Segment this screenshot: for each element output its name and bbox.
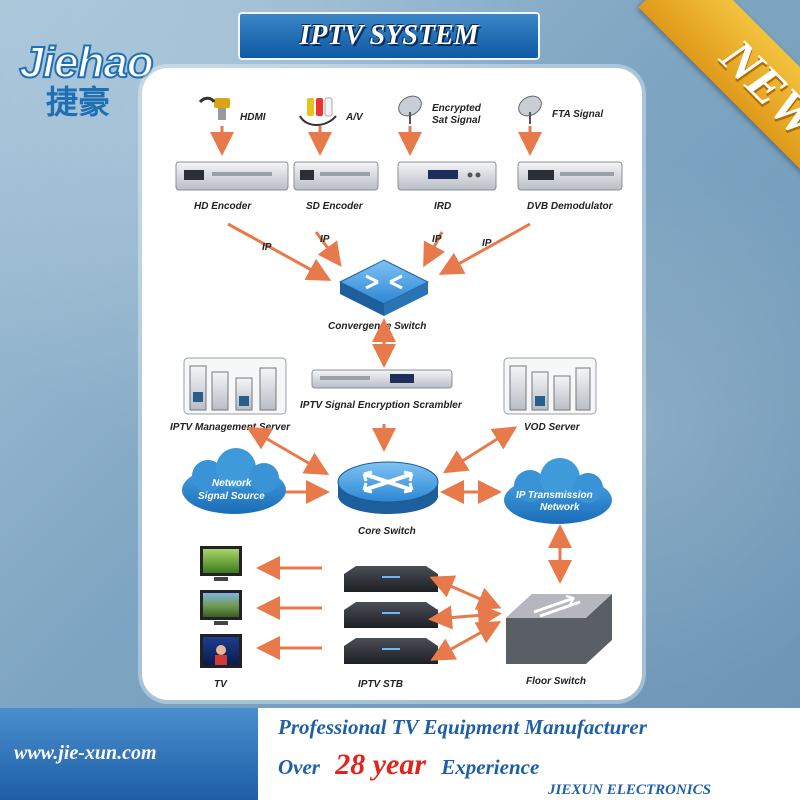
ird-device xyxy=(397,161,497,191)
over-text: Over xyxy=(278,755,320,779)
logo-latin: Jiehao xyxy=(18,37,154,88)
arrow-stb3-floor-switch xyxy=(430,621,502,661)
footer-url-panel xyxy=(0,708,258,800)
scrambler-label: IPTV Signal Encryption Scrambler xyxy=(300,400,463,411)
tv-icon-3 xyxy=(200,634,242,668)
core-switch-icon xyxy=(337,461,439,514)
arrow-vod-core xyxy=(442,426,518,474)
arrow-sd-encoder-to-convergence xyxy=(314,231,342,267)
fta-label: FTA Signal xyxy=(552,109,603,120)
ird-label: IRD xyxy=(434,201,451,212)
satellite-dish-icon xyxy=(398,95,422,124)
website-url[interactable]: www.jie-xun.com xyxy=(14,742,157,764)
av-cable-icon xyxy=(299,97,337,126)
arrow-dvb-to-convergence xyxy=(438,222,531,275)
ip-label-sd: IP xyxy=(320,234,330,245)
scrambler-device xyxy=(311,369,453,389)
stb-device-2 xyxy=(344,602,438,628)
company-name: JIEXUN ELECTRONICS xyxy=(548,782,711,798)
vod-server-label: VOD Server xyxy=(524,422,581,433)
fta-dish-icon xyxy=(518,95,542,124)
arrow-hd-encoder-to-convergence xyxy=(227,222,332,281)
network-source-label-line2: Signal Source xyxy=(198,491,265,502)
management-server-label: IPTV Management Server xyxy=(170,422,291,433)
encrypted-label-line2: Sat Signal xyxy=(432,115,481,126)
logo-chinese: 捷豪 xyxy=(45,83,110,121)
arrow-ird-to-convergence xyxy=(423,231,446,268)
convergence-switch-icon xyxy=(338,259,430,316)
arrow-stb2-floor-switch xyxy=(428,603,502,630)
encrypted-label-line1: Encrypted xyxy=(432,103,482,114)
iptv-system-diagram: HDMI A/V Encrypted Sat Signal FTA Signal… xyxy=(170,95,623,690)
floor-switch-label: Floor Switch xyxy=(526,676,586,687)
av-label: A/V xyxy=(345,112,364,123)
experience-line: Over 28 year Experience xyxy=(278,748,798,782)
stb-device-3 xyxy=(344,638,438,664)
title-banner xyxy=(238,12,540,60)
ip-transmission-network-cloud xyxy=(504,458,612,524)
sd-encoder-label: SD Encoder xyxy=(306,201,364,212)
hdmi-label: HDMI xyxy=(240,112,266,123)
years-highlight: 28 year xyxy=(335,748,427,781)
sd-encoder-device xyxy=(293,161,379,191)
experience-text: Experience xyxy=(441,755,540,779)
arrow-stb1-floor-switch xyxy=(429,575,502,610)
vod-server-icon xyxy=(503,357,597,415)
arrow-management-core xyxy=(246,426,330,476)
hd-encoder-device xyxy=(175,161,289,191)
dvb-demodulator-device xyxy=(517,161,623,191)
hd-encoder-label: HD Encoder xyxy=(194,201,252,212)
tagline: Professional TV Equipment Manufacturer xyxy=(278,715,647,739)
floor-switch-icon xyxy=(506,594,612,664)
ip-label-dvb: IP xyxy=(482,238,492,249)
ip-label-ird: IP xyxy=(432,234,442,245)
page-title: IPTV SYSTEM xyxy=(299,20,479,51)
ip-label-hd: IP xyxy=(262,242,272,253)
ip-transmission-label-line2: Network xyxy=(540,502,580,513)
network-signal-source-cloud xyxy=(182,448,286,514)
tv-label: TV xyxy=(214,679,228,690)
management-server-icon xyxy=(183,357,287,415)
tv-icon-1 xyxy=(200,546,242,581)
convergence-switch-label: Convergence Switch xyxy=(328,321,426,332)
stb-label: IPTV STB xyxy=(358,679,403,690)
hdmi-source-icon xyxy=(198,96,230,120)
tv-icon-2 xyxy=(200,590,242,625)
dvb-demodulator-label: DVB Demodulator xyxy=(527,201,614,212)
stb-device-1 xyxy=(344,566,438,592)
ip-transmission-label-line1: IP Transmission xyxy=(516,490,593,501)
core-switch-label: Core Switch xyxy=(358,526,416,537)
network-source-label-line1: Network xyxy=(212,478,252,489)
